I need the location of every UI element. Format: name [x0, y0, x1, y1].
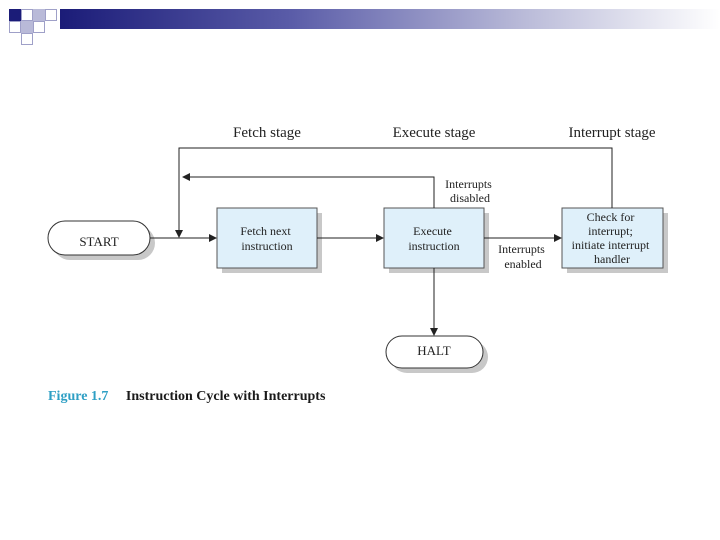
check-interrupt-label: Check for interrupt; initiate interrupt … [572, 210, 653, 266]
check-label-line-4: handler [594, 252, 630, 266]
figure-caption: Figure 1.7 Instruction Cycle with Interr… [48, 389, 325, 405]
check-label-line-1: Check for [587, 210, 635, 224]
execute-node: Execute instruction [383, 207, 489, 273]
halt-label: HALT [417, 343, 451, 358]
enabled-line-2: enabled [504, 257, 541, 271]
check-interrupt-node: Check for interrupt; initiate interrupt … [561, 207, 668, 273]
check-label-line-2: interrupt; [588, 224, 633, 238]
stage-label-fetch: Fetch stage [233, 125, 301, 141]
fetch-label-line-2: instruction [241, 239, 292, 253]
execute-label: Execute instruction [408, 224, 459, 253]
disabled-line-2: disabled [450, 191, 490, 205]
slide-title-bar [60, 9, 720, 29]
halt-node: HALT [385, 335, 488, 373]
start-label: START [79, 234, 118, 249]
fetch-node: Fetch next instruction [216, 207, 322, 273]
edge-label-enabled: Interrupts enabled [498, 242, 548, 271]
stage-label-execute: Execute stage [393, 125, 476, 141]
disabled-line-1: Interrupts [445, 177, 492, 191]
fetch-label-line-1: Fetch next [240, 224, 291, 238]
arrow-check-loop-back [175, 147, 613, 238]
check-label-line-3: initiate interrupt [572, 238, 650, 252]
arrow-interrupts-disabled-loop [182, 173, 435, 208]
execute-label-line-1: Execute [413, 224, 452, 238]
start-node: START [47, 220, 155, 260]
fetch-label: Fetch next instruction [240, 224, 293, 253]
edge-label-disabled: Interrupts disabled [445, 177, 495, 205]
figure-number: Figure 1.7 [48, 389, 109, 404]
enabled-line-1: Interrupts [498, 242, 545, 256]
execute-label-line-2: instruction [408, 239, 459, 253]
stage-label-interrupt: Interrupt stage [568, 125, 655, 141]
figure-title: Instruction Cycle with Interrupts [125, 389, 326, 404]
